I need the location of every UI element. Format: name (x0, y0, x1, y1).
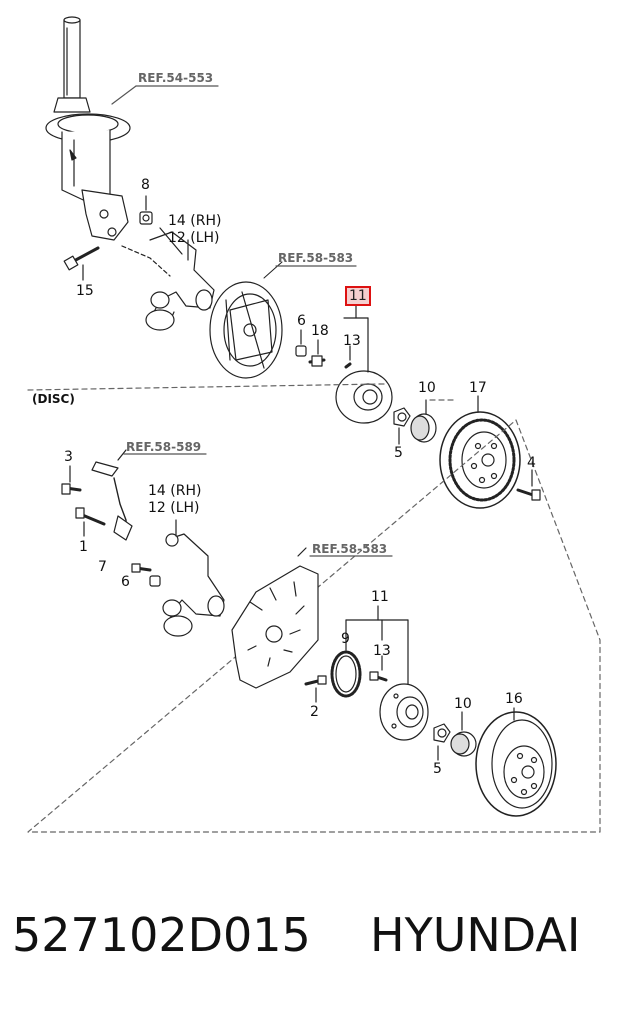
tone-ring-9 (330, 619, 362, 698)
callout-15: 15 (76, 283, 94, 299)
bolt-4 (516, 469, 541, 501)
callout-6-top: 6 (297, 313, 306, 329)
knuckle-bottom (162, 519, 225, 637)
bolt-7 (131, 563, 152, 573)
ref-label-58-583-top[interactable]: REF.58-583 (278, 251, 354, 265)
callout-11-bottom: 11 (371, 589, 389, 605)
ref-label-58-583-bottom[interactable]: REF.58-583 (312, 542, 388, 556)
callout-9: 9 (341, 631, 350, 647)
callout-18: 18 (311, 323, 329, 339)
callout-12-lh-bottom: 12 (LH) (148, 500, 200, 516)
brake-disc-16 (475, 707, 557, 817)
backing-plate (209, 261, 283, 379)
callout-13-top: 13 (343, 333, 361, 349)
cap-10-bottom (450, 711, 477, 757)
disc-section-label: (DISC) (32, 392, 75, 406)
callout-14-rh-bottom: 14 (RH) (148, 483, 202, 499)
callout-4: 4 (527, 455, 536, 471)
callout-13-bottom: 13 (373, 643, 391, 659)
callout-1: 1 (79, 539, 88, 555)
reference-leaders (111, 85, 393, 557)
callout-2: 2 (310, 704, 319, 720)
brand-name: HYUNDAI (370, 908, 581, 962)
brake-drum-17 (439, 395, 521, 509)
hub-bottom (379, 683, 429, 741)
callout-5-top: 5 (394, 445, 403, 461)
bolt-1 (75, 507, 106, 537)
abs-sensor-bracket (91, 449, 133, 541)
ref-label-54-553[interactable]: REF.54-553 (138, 71, 214, 85)
callout-7: 7 (98, 559, 107, 575)
hub-top (335, 301, 393, 424)
strut-assembly (45, 16, 131, 241)
bolt-18 (308, 339, 326, 367)
nut-6-top (295, 329, 307, 357)
ref-label-58-589[interactable]: REF.58-589 (126, 440, 202, 454)
cap-10-top (410, 399, 437, 443)
nut-5-top (393, 407, 411, 445)
nut-6-bottom (149, 575, 161, 587)
nut-5-bottom (433, 723, 451, 761)
nut-8 (139, 195, 153, 225)
caption-footer: 527102D015 HYUNDAI (0, 908, 621, 968)
callout-14-rh-top: 14 (RH) (168, 213, 222, 229)
part-number: 527102D015 (12, 908, 311, 962)
callout-11-highlighted[interactable]: 11 (345, 286, 371, 306)
callout-10-bottom: 10 (454, 696, 472, 712)
bolt-15 (63, 246, 100, 281)
dust-shield (231, 547, 319, 689)
callout-8: 8 (141, 177, 150, 193)
knuckle-top (121, 231, 215, 331)
disc-section-boundary (27, 383, 601, 833)
bolt-2 (304, 675, 327, 703)
callout-16: 16 (505, 691, 523, 707)
callout-17: 17 (469, 380, 487, 396)
callout-6-bottom: 6 (121, 574, 130, 590)
callout-3: 3 (64, 449, 73, 465)
callout-5-bottom: 5 (433, 761, 442, 777)
bolt-3 (61, 465, 82, 495)
callout-12-lh-top: 12 (LH) (168, 230, 220, 246)
callout-10-top: 10 (418, 380, 436, 396)
bolt-13-bottom (369, 655, 388, 682)
